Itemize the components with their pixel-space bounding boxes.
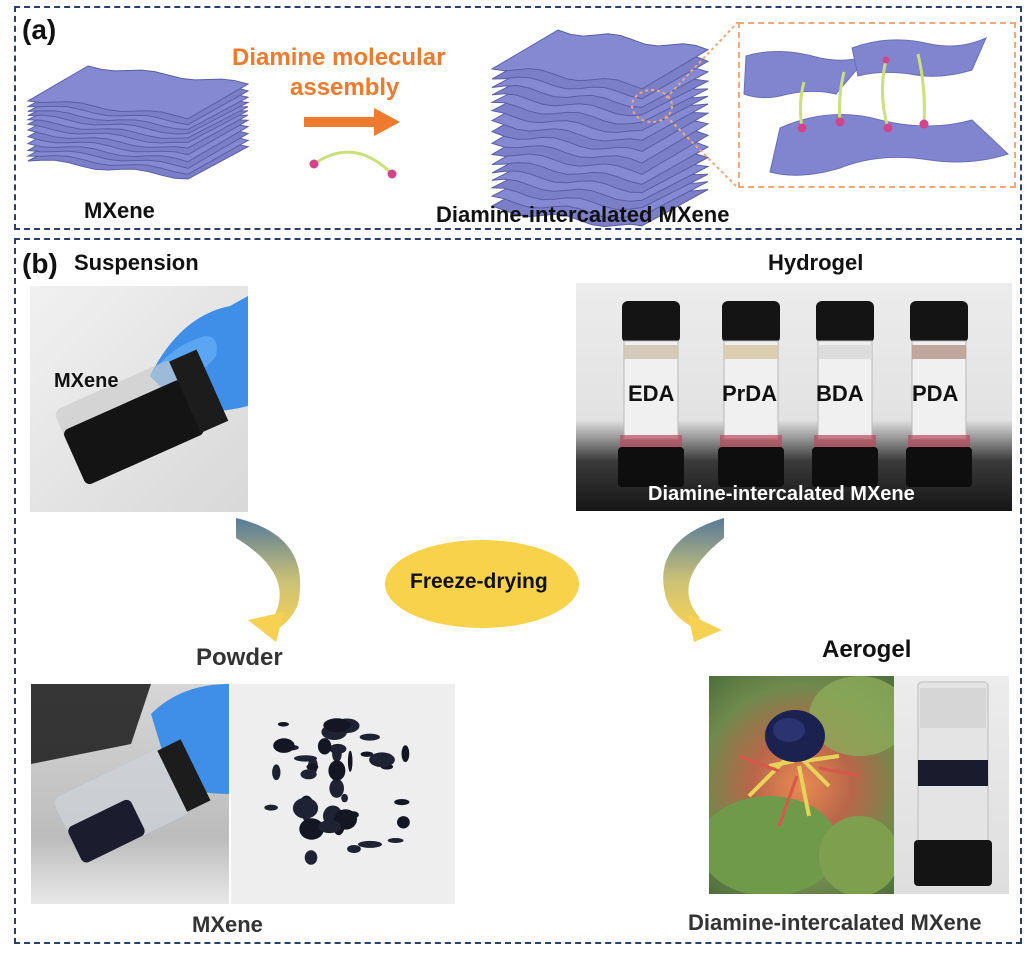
aerogel-caption: Diamine-intercalated MXene (688, 910, 982, 935)
hydrogel-vial-part (620, 435, 682, 449)
intercalated-mxene-caption: Diamine-intercalated MXene (436, 202, 730, 227)
diamine-molecule-icon (309, 150, 397, 179)
powder-particle (292, 797, 319, 819)
powder-particle (306, 763, 319, 771)
powder-particle (273, 738, 295, 753)
powder-particle (347, 845, 361, 853)
aerogel-vial-illustration (914, 681, 992, 886)
hydrogel-vial-part (814, 435, 876, 449)
zoom-box (738, 22, 1016, 188)
hydrogel-vial-part (722, 301, 780, 343)
hydrogel-vial-part (618, 447, 684, 487)
vial-label-eda: EDA (628, 381, 675, 406)
aerogel-flower-illustration (709, 676, 894, 894)
hydrogel-vial-part (622, 301, 680, 343)
panel-b (14, 238, 1022, 944)
powder-particle (272, 764, 281, 781)
hydrogel-title: Hydrogel (768, 250, 864, 275)
powder-particle (359, 733, 380, 741)
mxene-caption: MXene (84, 198, 155, 223)
powder-pile-illustration (264, 718, 410, 865)
powder-vial-photo (31, 684, 229, 904)
powder-particle (329, 778, 344, 798)
powder-pile-photo (231, 684, 455, 904)
powder-particle (394, 799, 410, 806)
hydrogel-vial-part (906, 447, 972, 487)
powder-particle (299, 818, 324, 840)
powder-particle (304, 850, 318, 865)
hydrogel-vial-part (912, 345, 966, 359)
powder-particle (328, 760, 346, 781)
suspension-vial-illustration (55, 296, 248, 485)
aerogel-title: Aerogel (822, 636, 912, 663)
powder-particle (264, 804, 278, 811)
powder-particle (369, 752, 395, 768)
mxene-layer (490, 29, 710, 90)
zoom-sheets-illustration (743, 36, 1009, 176)
powder-particle (358, 840, 382, 848)
powder-vial-illustration (31, 684, 229, 863)
powder-particle (401, 745, 410, 763)
powder-particle (347, 750, 353, 772)
hydrogel-vial-part (718, 447, 784, 487)
mxene-layer (26, 65, 250, 120)
suspension-photo-label: MXene (54, 370, 119, 392)
powder-particle (397, 816, 410, 829)
suspension-photo: MXene (30, 286, 248, 512)
powder-particle (360, 751, 374, 757)
hydrogel-vial-part (624, 345, 678, 359)
hydrogel-vial-part (910, 301, 968, 343)
freeze-drying-label: Freeze-drying (410, 570, 548, 593)
vial-label-prda: PrDA (722, 381, 778, 406)
powder-particle (387, 838, 404, 843)
intercalated-mxene-stack-illustration (490, 29, 710, 228)
powder-caption: MXene (192, 912, 263, 937)
panel-a (14, 6, 1022, 230)
hydrogel-to-aerogel-arrow-icon (663, 518, 724, 642)
zoom-lines (665, 21, 739, 189)
hydrogel-vial-part (720, 435, 782, 449)
hydrogel-vial-part (724, 345, 778, 359)
mxene-stack-illustration (26, 65, 250, 180)
panel-b-label: (b) (22, 248, 58, 279)
hydrogel-vial-part (908, 435, 970, 449)
aerogel-flower-photo (709, 676, 894, 894)
powder-particle (277, 722, 289, 727)
assembly-text-line1: Diamine molecular (232, 44, 446, 71)
powder-title: Powder (196, 644, 283, 671)
suspension-title: Suspension (74, 250, 199, 275)
freeze-drying-ellipse (385, 540, 579, 628)
vial-label-bda: BDA (816, 381, 864, 406)
panel-a-label: (a) (22, 14, 57, 45)
vial-label-pda: PDA (912, 381, 959, 406)
hydrogel-vials-illustration (618, 301, 972, 487)
powder-particle (341, 793, 348, 803)
assembly-text-line2: assembly (290, 74, 400, 101)
powder-particle (332, 744, 342, 763)
assembly-arrow-icon (304, 108, 400, 136)
powder-particle (323, 718, 351, 733)
powder-particle (318, 820, 342, 834)
hydrogel-vial-part (812, 447, 878, 487)
aerogel-vial-photo (894, 676, 1009, 894)
hydrogel-vial-part (818, 345, 872, 359)
hydrogel-photo-caption: Diamine-intercalated MXene (648, 483, 915, 505)
hydrogel-photo: EDA PrDA BDA PDA Diamine-intercalated MX… (576, 283, 1012, 511)
hydrogel-vial-part (816, 301, 874, 343)
suspension-to-powder-arrow-icon (236, 518, 301, 642)
powder-particle (317, 738, 332, 755)
